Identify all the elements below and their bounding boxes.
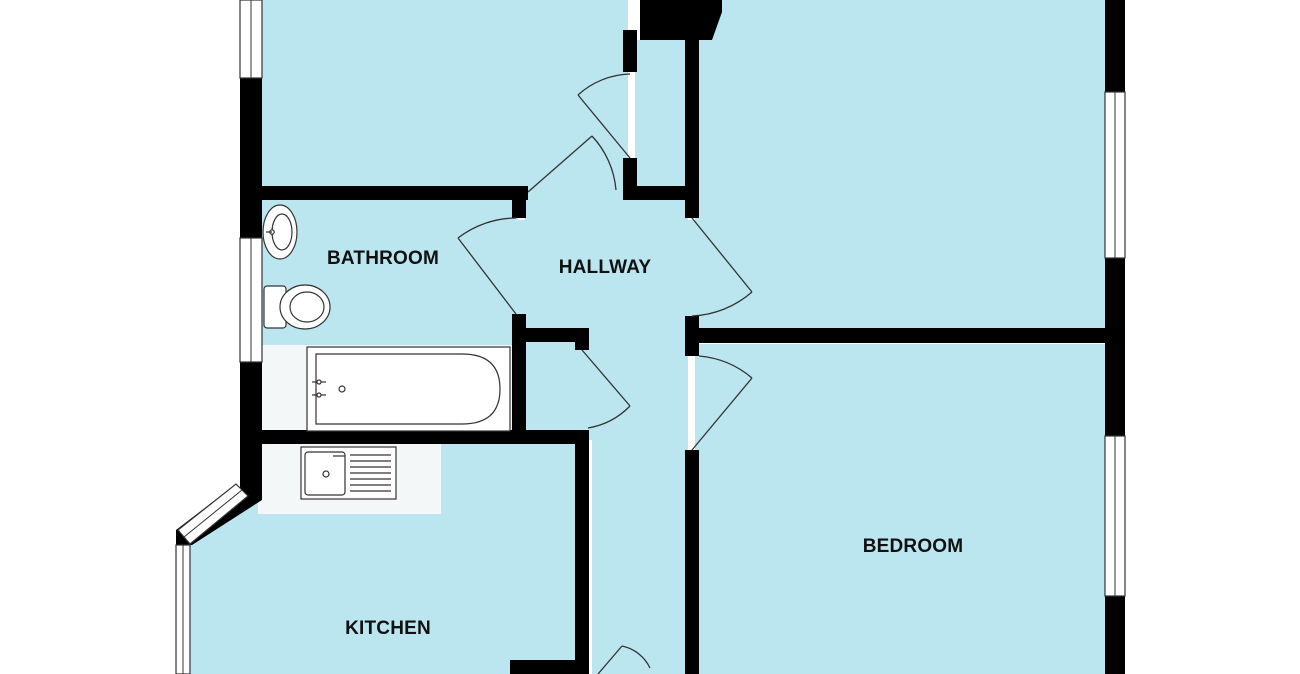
- wall-right-mid: [1105, 258, 1125, 436]
- wall-left-middle: [240, 362, 262, 444]
- door-top-left-room[interactable]: [577, 73, 631, 159]
- window-kitchen-bay-left: [175, 544, 191, 674]
- window-kitchen-bay-diagonal: [177, 483, 249, 545]
- doors: [457, 73, 753, 674]
- wall-bath-right-stub: [575, 328, 589, 350]
- door-bathroom[interactable]: [457, 217, 517, 315]
- wall-kitchen-right: [575, 430, 589, 674]
- wall-kitchen-bottom-stub: [510, 660, 589, 674]
- window-top-left: [239, 0, 263, 79]
- wall-hall-right-lower: [685, 450, 699, 674]
- bathtub-icon: [306, 346, 511, 432]
- wall-bath-right-cap: [512, 328, 588, 342]
- wall-bath-kitchen: [262, 430, 588, 444]
- kitchen-sink-icon: [300, 446, 397, 500]
- wall-cupboard-left: [623, 30, 637, 72]
- wall-cupboard-lower-left: [623, 158, 637, 188]
- room-label-hallway: HALLWAY: [559, 257, 652, 278]
- window-right-lower: [1104, 435, 1126, 597]
- hallway-upper-floor: [635, 40, 688, 190]
- wall-bedroom-divider: [699, 328, 1125, 343]
- bedroom-floor: [695, 344, 1105, 674]
- door-gaps-floor: [505, 220, 705, 330]
- top-left-room-floor: [262, 0, 628, 186]
- room-label-bathroom: BATHROOM: [327, 248, 439, 269]
- room-label-kitchen: KITCHEN: [345, 618, 431, 639]
- wall-left-lower: [240, 430, 262, 490]
- door-bedroom[interactable]: [691, 355, 753, 451]
- window-bathroom: [239, 237, 263, 363]
- door-kitchen-lower[interactable]: [597, 645, 651, 674]
- room-label-bedroom: BEDROOM: [863, 536, 964, 557]
- door-hall-upper[interactable]: [527, 135, 617, 193]
- floor-areas: [190, 0, 1105, 674]
- wall-hall-right-upper: [685, 40, 699, 218]
- windows: [175, 0, 1126, 674]
- toilet-icon: [263, 284, 331, 330]
- chimney-breast: [640, 0, 722, 40]
- wall-bath-top-stub: [512, 186, 526, 218]
- wall-right-low: [1105, 596, 1125, 674]
- wall-bath-right: [512, 314, 526, 444]
- wall-left-upper: [240, 78, 262, 238]
- wall-bath-top: [262, 186, 528, 200]
- wall-right-top: [1105, 0, 1125, 92]
- door-top-right-room[interactable]: [691, 217, 753, 317]
- top-right-room-floor: [695, 0, 1105, 330]
- door-cupboard[interactable]: [581, 349, 631, 429]
- window-right-upper: [1104, 91, 1126, 259]
- wall-cupboard-bottom: [623, 186, 699, 200]
- wall-hall-right-mid: [685, 316, 699, 356]
- washbasin-icon: [262, 204, 298, 260]
